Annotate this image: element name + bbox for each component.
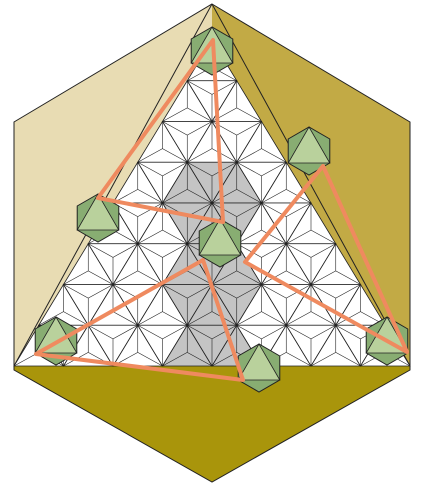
hexagon-face-bottom bbox=[14, 366, 410, 482]
